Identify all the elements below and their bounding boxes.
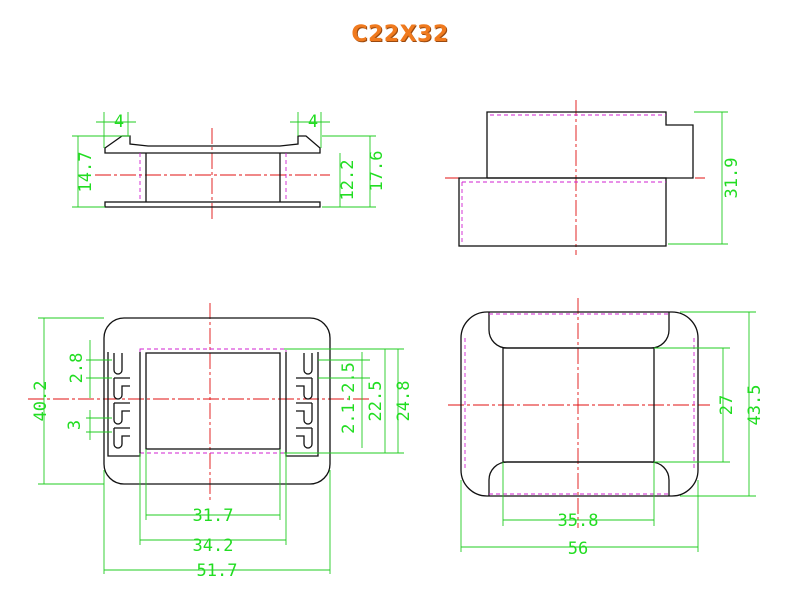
- top-view: 40.2 2.8 3 2.1-2.5 22.5 24.8 31.7 34.2 5…: [28, 303, 414, 581]
- dim-bottom-window-height: 27: [717, 395, 737, 415]
- dim-bottom-overall-height: 43.5: [745, 385, 765, 426]
- dim-flange-right: 4: [308, 112, 318, 132]
- dim-front-height-left: 14.7: [76, 152, 96, 193]
- dim-front-inner-height: 12.2: [338, 160, 358, 201]
- bottom-view: 27 43.5 35.8 56: [448, 298, 765, 559]
- dim-top-overall-width: 51.7: [197, 561, 238, 581]
- front-view: 4 4 14.7 12.2 17.6: [72, 112, 387, 222]
- dim-bottom-overall-width: 56: [568, 539, 588, 559]
- dim-front-total-height: 17.6: [367, 151, 387, 192]
- dim-top-inner-width: 24.8: [394, 381, 414, 422]
- dim-side-height: 31.9: [722, 158, 742, 199]
- dim-bottom-window-width: 35.8: [558, 511, 599, 531]
- dim-top-window: 22.5: [366, 381, 386, 422]
- dim-top-window-width: 31.7: [193, 506, 234, 526]
- dim-top-inner-span: 34.2: [193, 536, 234, 556]
- drawing-title: C22X32: [351, 22, 449, 47]
- dim-slot-pitch: 2.8: [67, 353, 87, 384]
- dim-flange-left: 4: [114, 112, 124, 132]
- dim-slot-range: 2.1-2.5: [339, 362, 359, 434]
- dim-top-overall-height: 40.2: [31, 381, 51, 422]
- side-view: 31.9: [445, 100, 742, 255]
- dim-slot: 3: [65, 420, 85, 430]
